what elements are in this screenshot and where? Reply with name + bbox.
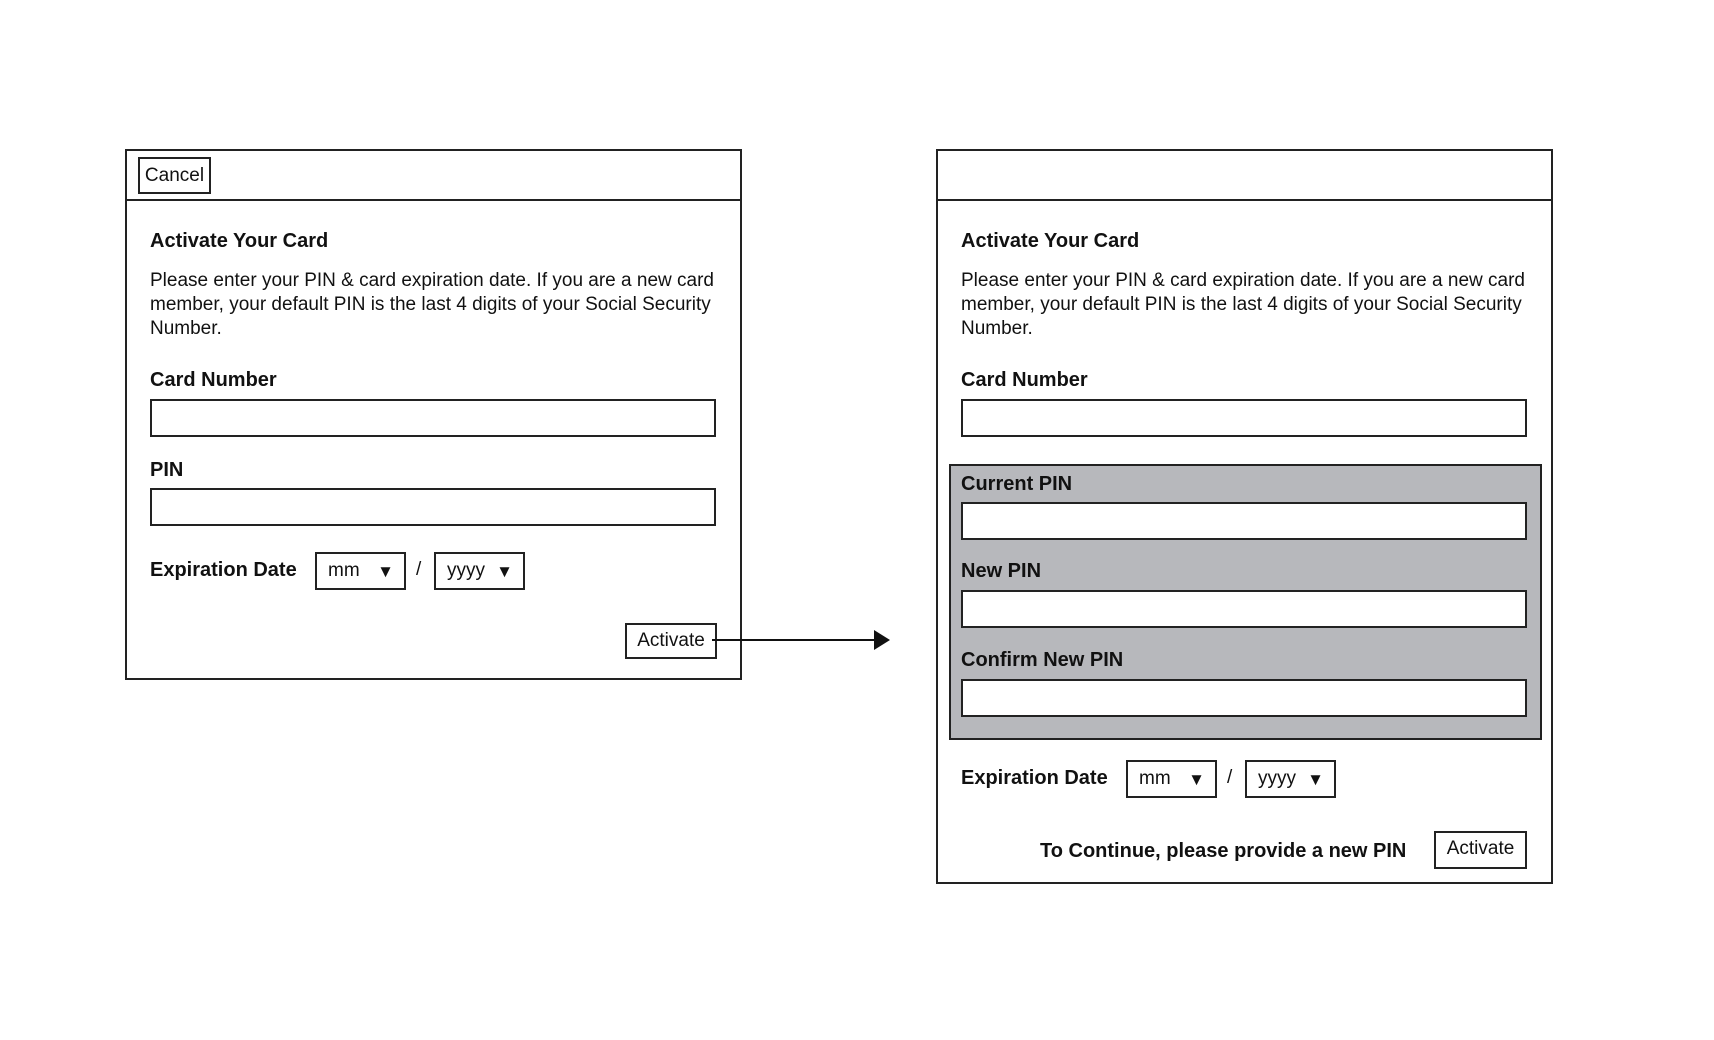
activate-button[interactable]: Activate <box>625 623 717 659</box>
page-title: Activate Your Card <box>961 230 1140 252</box>
confirm-new-pin-label: Confirm New PIN <box>961 649 1124 671</box>
expiration-year-select[interactable]: yyyy ▼ <box>1245 760 1336 798</box>
cancel-button[interactable]: Cancel <box>138 157 211 194</box>
triangle-down-icon: ▼ <box>377 562 394 581</box>
expiration-date-label: Expiration Date <box>961 767 1108 789</box>
month-value: mm <box>1139 768 1171 789</box>
continue-hint: To Continue, please provide a new PIN <box>1040 840 1407 862</box>
activate-card-screen-initial: Cancel Activate Your Card Please enter y… <box>125 149 742 680</box>
activate-button[interactable]: Activate <box>1434 831 1527 869</box>
current-pin-input[interactable] <box>961 502 1527 540</box>
current-pin-label: Current PIN <box>961 473 1073 495</box>
card-number-label: Card Number <box>961 369 1088 391</box>
new-pin-label: New PIN <box>961 560 1042 582</box>
page-title: Activate Your Card <box>150 230 329 252</box>
new-pin-input[interactable] <box>961 590 1527 628</box>
pin-input[interactable] <box>150 488 716 526</box>
activate-card-screen-new-pin: Activate Your Card Please enter your PIN… <box>936 149 1553 884</box>
triangle-down-icon: ▼ <box>1307 770 1324 789</box>
triangle-down-icon: ▼ <box>1188 770 1205 789</box>
year-value: yyyy <box>447 560 485 581</box>
month-value: mm <box>328 560 360 581</box>
top-bar <box>938 151 1551 201</box>
date-separator: / <box>1227 767 1233 788</box>
top-bar: Cancel <box>127 151 740 201</box>
year-value: yyyy <box>1258 768 1296 789</box>
instructions-text: Please enter your PIN & card expiration … <box>150 270 714 339</box>
expiration-month-select[interactable]: mm ▼ <box>1126 760 1217 798</box>
date-separator: / <box>416 559 422 580</box>
confirm-new-pin-input[interactable] <box>961 679 1527 717</box>
pin-label: PIN <box>150 459 184 481</box>
triangle-down-icon: ▼ <box>496 562 513 581</box>
card-number-input[interactable] <box>150 399 716 437</box>
instructions-text: Please enter your PIN & card expiration … <box>961 270 1525 339</box>
card-number-input[interactable] <box>961 399 1527 437</box>
expiration-year-select[interactable]: yyyy ▼ <box>434 552 525 590</box>
new-pin-panel: Current PIN New PIN Confirm New PIN <box>949 464 1542 740</box>
expiration-date-label: Expiration Date <box>150 559 297 581</box>
arrow-right-icon <box>874 630 890 650</box>
expiration-month-select[interactable]: mm ▼ <box>315 552 406 590</box>
card-number-label: Card Number <box>150 369 277 391</box>
